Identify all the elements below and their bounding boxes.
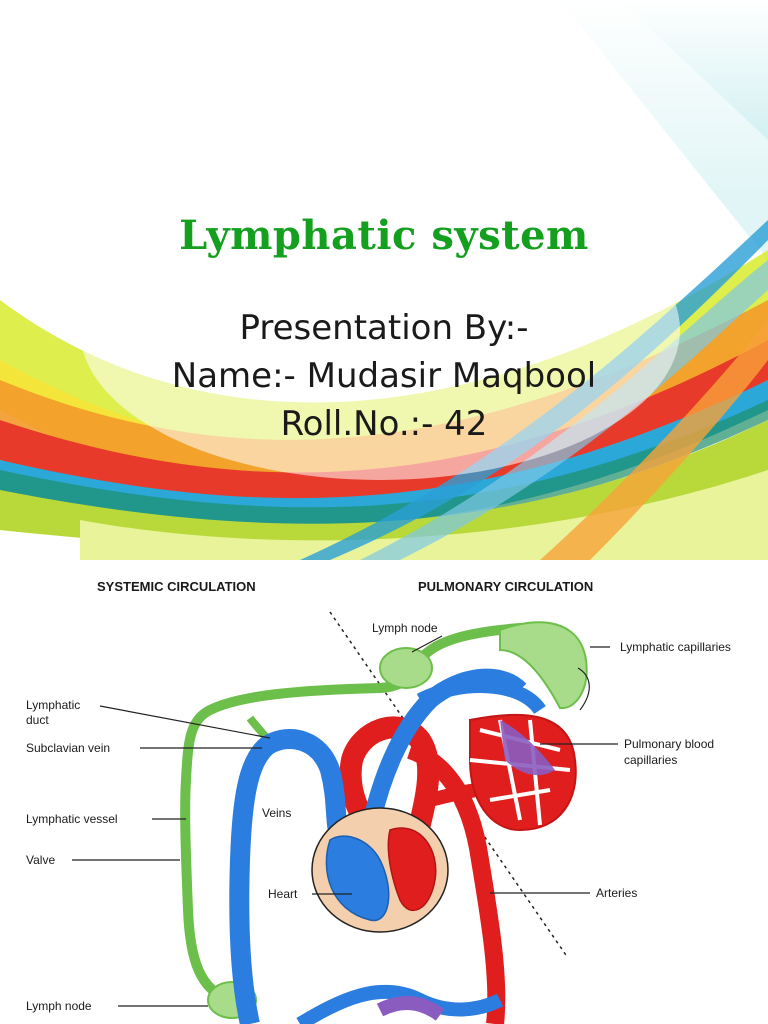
systemic-capillary-mix — [376, 996, 445, 1021]
label-veins: Veins — [262, 806, 291, 820]
label-leader-lines — [72, 635, 618, 1007]
systemic-artery — [406, 741, 506, 1024]
heart-right-side — [325, 835, 390, 922]
lymphatic-circulation-diagram: SYSTEMIC CIRCULATION PULMONARY CIRCULATI… — [0, 560, 768, 1024]
label-lymph-node-bottom: Lymph node — [26, 999, 92, 1013]
label-lymph-node-top: Lymph node — [372, 621, 438, 635]
label-valve: Valve — [26, 853, 55, 867]
capillary-mix-region — [500, 720, 555, 776]
label-arteries: Arteries — [596, 886, 637, 900]
title-slide: Lymphatic system Presentation By:- Name:… — [0, 0, 768, 560]
flow-arrow — [577, 667, 590, 711]
aorta-arch — [339, 716, 440, 903]
label-lymphatic-duct-2: duct — [26, 713, 49, 727]
label-lymphatic-vessel: Lymphatic vessel — [26, 812, 118, 826]
heart-left-side — [387, 827, 437, 912]
roll-number: Roll.No.:- 42 — [280, 404, 488, 444]
label-subclavian-vein: Subclavian vein — [26, 741, 110, 755]
label-heart: Heart — [268, 887, 298, 901]
label-lymphatic-duct-1: Lymphatic — [26, 698, 80, 712]
presenter-name: Name:- Mudasir Maqbool — [171, 356, 597, 396]
valve-marker — [181, 855, 191, 865]
circulation-illustration: SYSTEMIC CIRCULATION PULMONARY CIRCULATI… — [26, 579, 731, 1024]
pulmonary-branch — [416, 679, 546, 715]
slide-title: Lymphatic system — [179, 212, 589, 259]
lymph-node-top — [379, 647, 433, 689]
label-lymphatic-capillaries: Lymphatic capillaries — [620, 640, 731, 654]
label-pulmonary-blood-1: Pulmonary blood — [624, 737, 714, 751]
header-pulmonary: PULMONARY CIRCULATION — [418, 579, 593, 594]
label-pulmonary-blood-2: capillaries — [624, 753, 677, 767]
presenter-heading: Presentation By:- — [239, 308, 529, 348]
rainbow-swoosh-background — [0, 0, 768, 560]
lymphatic-capillaries — [499, 621, 588, 710]
vena-cava — [229, 729, 350, 1024]
header-systemic: SYSTEMIC CIRCULATION — [97, 579, 256, 594]
